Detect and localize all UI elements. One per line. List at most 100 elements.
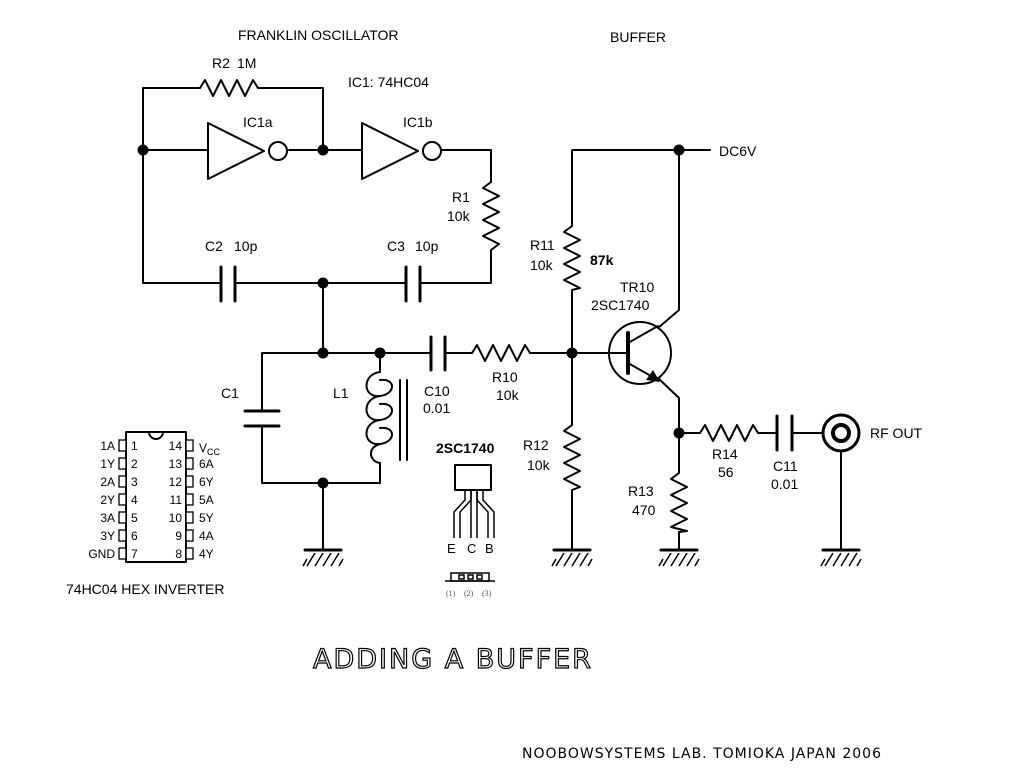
left-pin-stub	[118, 493, 127, 506]
r10-name: R10	[492, 369, 518, 385]
ground-icon	[820, 548, 862, 567]
r10-value: 10k	[496, 387, 520, 403]
r12-name: R12	[523, 437, 549, 453]
l1-inductor	[365, 371, 408, 464]
right-pin-stub	[185, 529, 194, 542]
c10-value: 0.01	[423, 400, 450, 416]
ic1-label: IC1: 74HC04	[348, 74, 429, 90]
r1-value: 10k	[447, 208, 471, 224]
package-title: 2SC1740	[436, 440, 495, 456]
right-pin-number: 8	[175, 547, 182, 561]
right-pin-name: 4A	[199, 529, 214, 543]
transistor-package: 2SC1740 E C B (1) (2) (3)	[436, 440, 495, 598]
ground-icon	[551, 548, 593, 567]
ground-icon	[658, 548, 700, 567]
footer-credit: NOOBOWSYSTEMS LAB. TOMIOKA JAPAN 2006	[522, 746, 882, 762]
right-pin-stub	[185, 493, 194, 506]
page-title: ADDING A BUFFER	[313, 644, 593, 675]
left-pin-stub	[118, 439, 127, 452]
r13-value: 470	[632, 502, 656, 518]
c3-value: 10p	[415, 238, 439, 254]
right-pin-number: 11	[170, 493, 183, 507]
package-pin-e: E	[447, 541, 456, 556]
tr10-part: 2SC1740	[591, 297, 650, 313]
r2-resistor	[199, 79, 263, 97]
r2-value: 1M	[237, 55, 256, 71]
left-pin-name: 1Y	[100, 457, 115, 471]
ic1a-name: IC1a	[243, 114, 273, 130]
right-pin-stub	[185, 439, 194, 452]
package-pinnum-1: (1)	[446, 589, 456, 598]
right-pin-stub	[185, 457, 194, 470]
c2-value: 10p	[234, 238, 258, 254]
pin-stubs	[118, 439, 194, 560]
c3-capacitor	[404, 265, 422, 303]
r12-resistor	[563, 424, 581, 491]
package-pinnum-2: (2)	[464, 589, 474, 598]
buffer-title: BUFFER	[610, 29, 666, 45]
right-pin-stub	[185, 475, 194, 488]
left-pin-number: 3	[131, 475, 138, 489]
left-pin-name: 1A	[100, 439, 115, 453]
left-pin-stub	[118, 475, 127, 488]
left-pin-stub	[118, 457, 127, 470]
right-pin-name: 6A	[199, 457, 214, 471]
ground-icon	[302, 548, 344, 567]
r11-resistor	[563, 225, 581, 291]
left-pin-name: 3Y	[100, 529, 115, 543]
junction-dots	[137, 144, 685, 489]
left-pin-number: 4	[131, 493, 138, 507]
r13-name: R13	[628, 483, 654, 499]
oscillator-title: FRANKLIN OSCILLATOR	[238, 27, 399, 43]
c11-value: 0.01	[771, 476, 798, 492]
c1-name: C1	[221, 385, 239, 401]
package-pin-b: B	[485, 541, 494, 556]
right-pin-stub	[185, 511, 194, 524]
left-pin-name: GND	[88, 547, 115, 561]
c11-capacitor	[775, 414, 794, 452]
r11-annotation: 87k	[590, 252, 614, 268]
tr10-transistor	[608, 321, 672, 385]
right-pin-number: 10	[169, 511, 183, 525]
right-pin-name: 4Y	[199, 547, 214, 561]
left-pin-name: 2Y	[100, 493, 115, 507]
ic1b-name: IC1b	[403, 114, 433, 130]
left-pin-number: 2	[131, 457, 138, 471]
c3-name: C3	[387, 238, 405, 254]
left-pin-name: 2A	[100, 475, 115, 489]
supply-label: DC6V	[719, 143, 757, 159]
r12-value: 10k	[527, 457, 551, 473]
r1-resistor	[482, 181, 500, 253]
left-pin-number: 1	[131, 439, 138, 453]
c1-capacitor	[243, 409, 281, 428]
package-pin-c: C	[467, 541, 476, 556]
c2-capacitor	[219, 265, 237, 303]
vcc-label: VCC	[199, 441, 221, 457]
l1-name: L1	[333, 385, 349, 401]
rf-out-label: RF OUT	[870, 425, 923, 441]
buffer-wiring	[571, 149, 842, 551]
package-pinnum-3: (3)	[482, 589, 492, 598]
tr10-name: TR10	[620, 279, 654, 295]
c10-name: C10	[424, 383, 450, 399]
right-pin-name: 5A	[199, 493, 214, 507]
r14-resistor	[699, 424, 759, 442]
right-pin-number: 9	[175, 529, 182, 543]
r1-name: R1	[452, 189, 470, 205]
r13-resistor	[670, 472, 688, 533]
left-pin-number: 5	[131, 511, 138, 525]
left-pin-number: 7	[131, 547, 138, 561]
c10-capacitor	[429, 335, 473, 372]
right-pin-number: 13	[169, 457, 183, 471]
r11-name: R11	[530, 237, 555, 253]
left-pin-stub	[118, 511, 127, 524]
ic-pinout-caption: 74HC04 HEX INVERTER	[66, 581, 224, 597]
r2-name: R2	[212, 55, 230, 71]
right-pin-number: 14	[169, 439, 183, 453]
c11-name: C11	[773, 458, 798, 474]
r14-name: R14	[712, 446, 738, 462]
